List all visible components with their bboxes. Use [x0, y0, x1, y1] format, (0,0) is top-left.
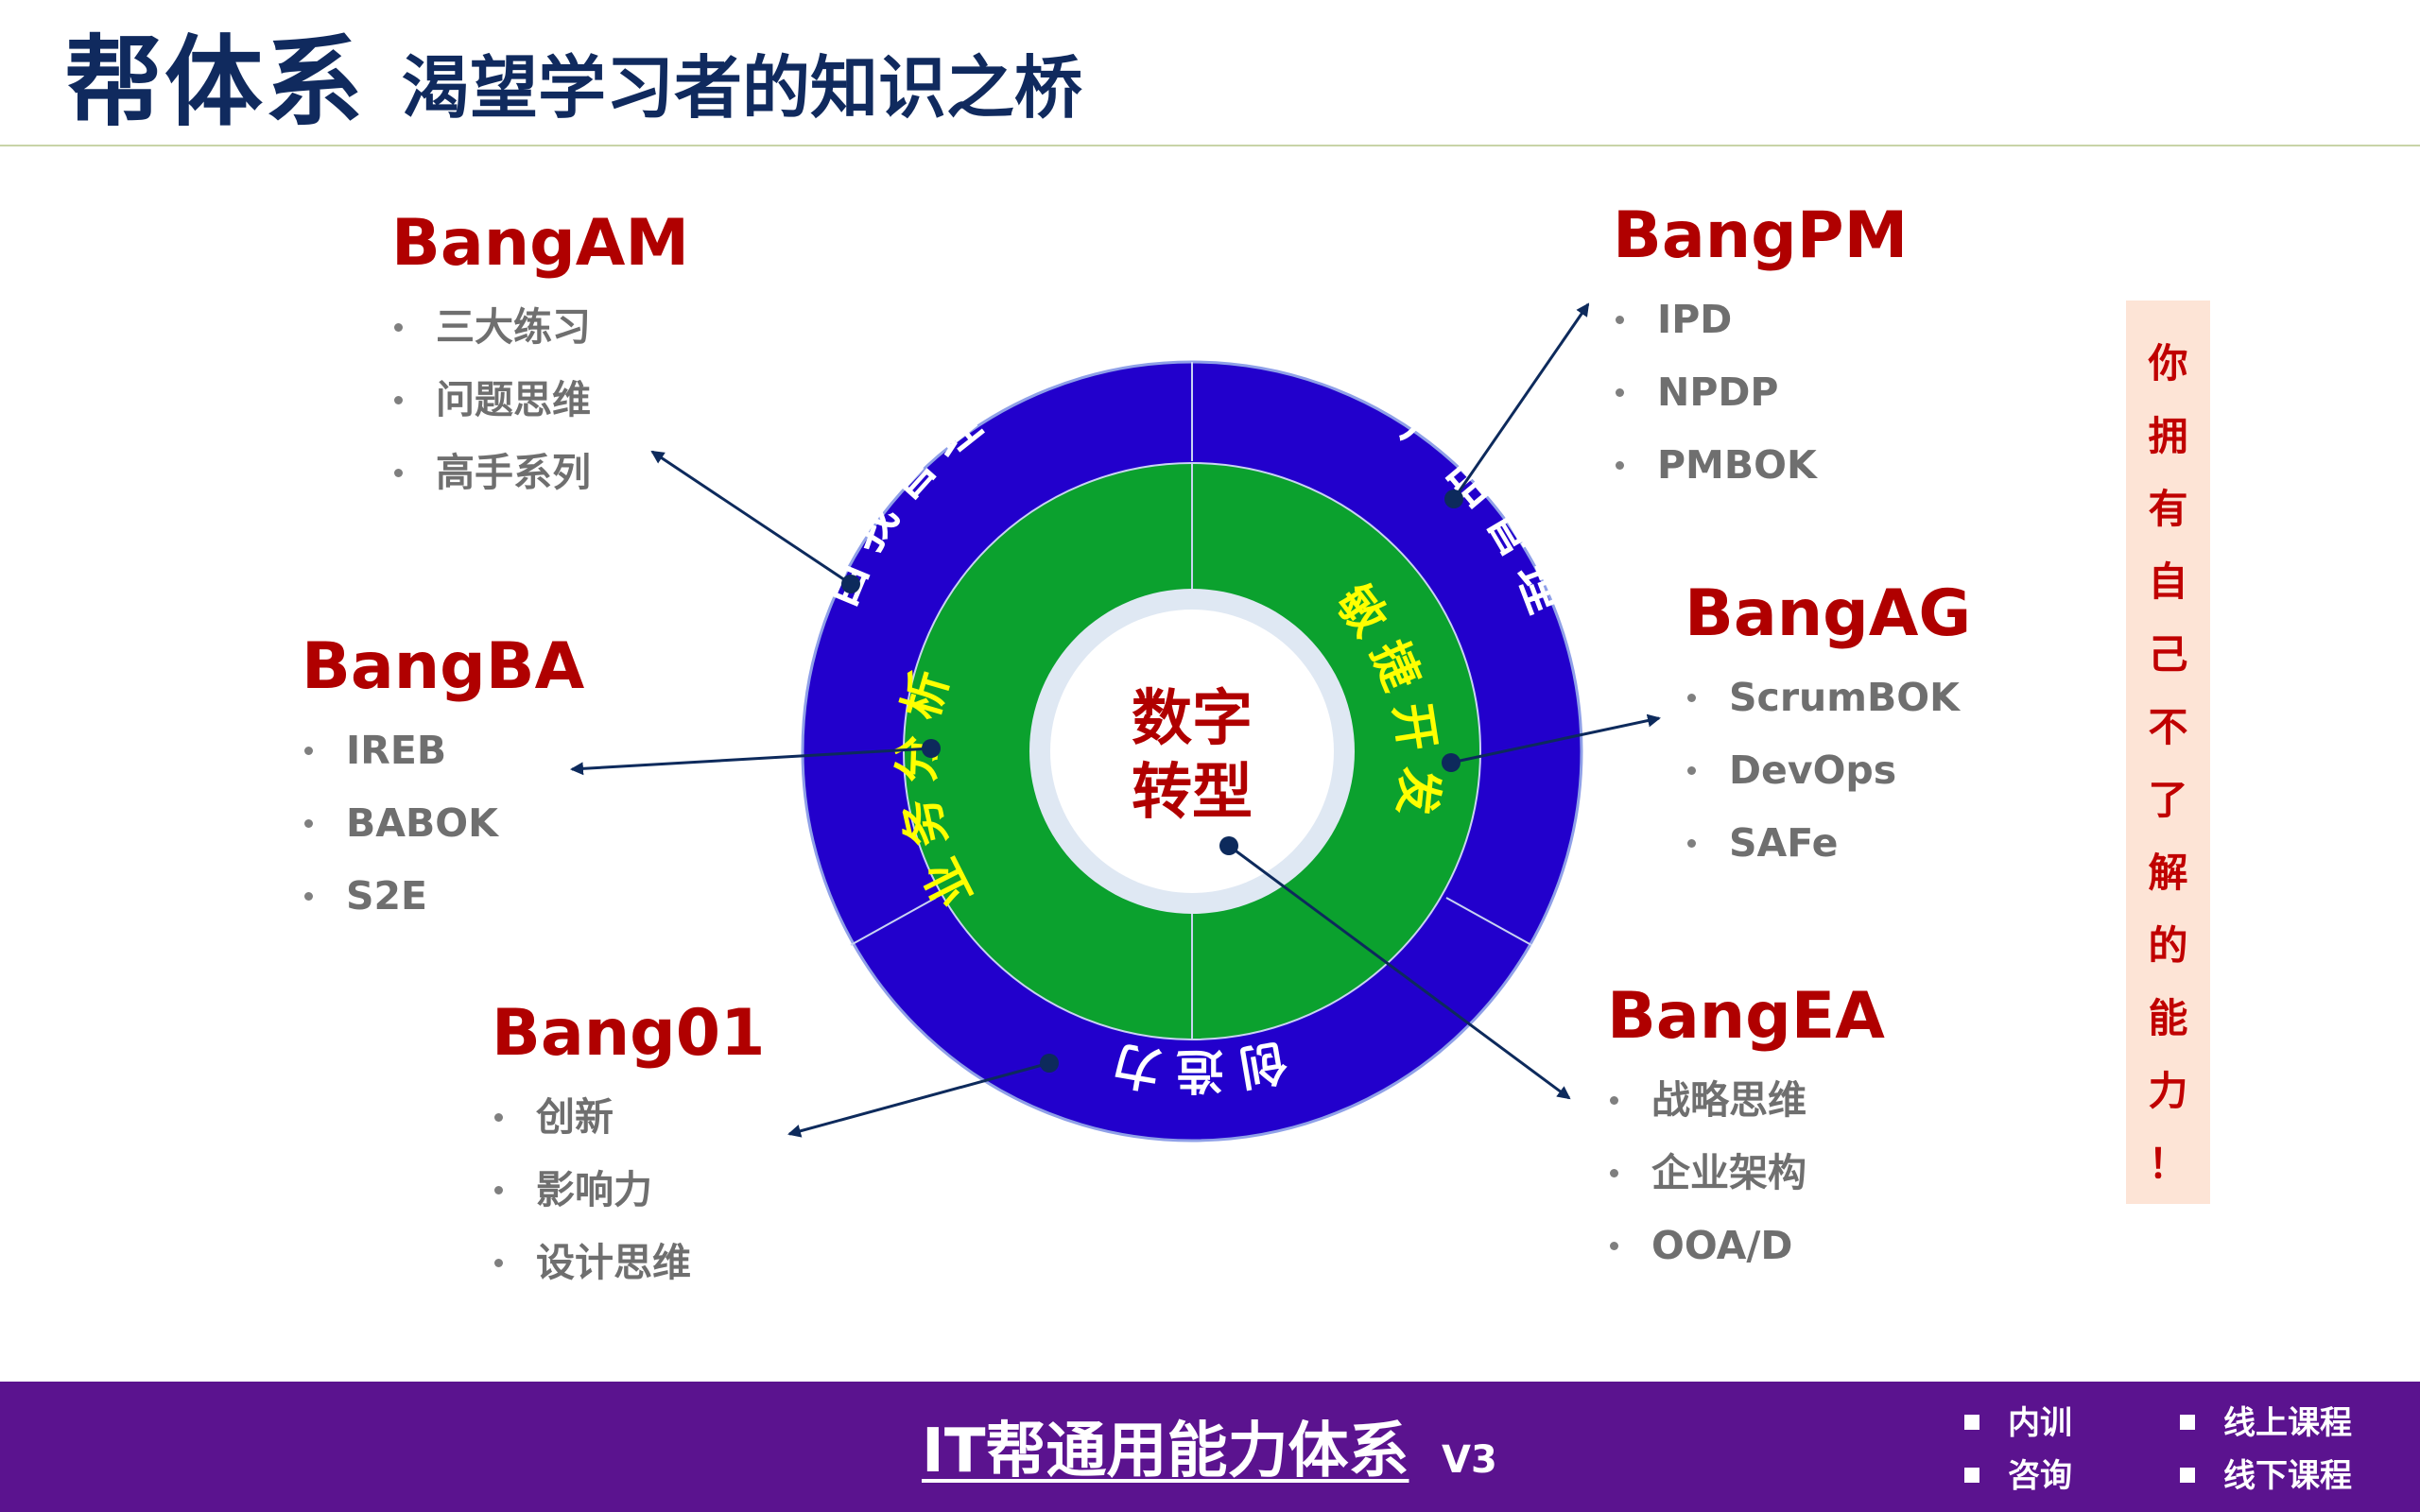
list-item: 设计思维 [492, 1227, 765, 1299]
list-item: 高手系列 [391, 437, 689, 509]
module-title: BangEA [1607, 979, 1885, 1054]
side-banner-char: 不 [2148, 704, 2188, 750]
list-item: PMBOK [1613, 429, 1908, 502]
list-item: NPDP [1613, 356, 1908, 429]
page-header: 帮体系 渴望学习者的知识之桥 [0, 0, 2420, 146]
side-banner-char: 己 [2148, 631, 2188, 678]
capability-wheel: 数字 转型 自我管理 产品管理 创造力 业务分析 敏捷开发 [570, 302, 1661, 1143]
center-label-line2: 转型 [1132, 758, 1253, 828]
side-banner-char: 力 [2148, 1068, 2188, 1114]
square-bullet-icon [1964, 1415, 1979, 1430]
footer-tag-online-course: 线上课程 [2180, 1402, 2352, 1444]
side-banner-char: 有 [2148, 486, 2188, 532]
footer-bar: IT帮通用能力体系 V3 内训 线上课程 咨询 线下课程 [0, 1382, 2420, 1512]
module-title: BangBA [302, 629, 585, 704]
connector-ag [1450, 713, 1661, 765]
module-title: Bang01 [492, 996, 766, 1071]
connector-am [650, 450, 852, 586]
square-bullet-icon [1964, 1468, 1979, 1483]
module-bang01: Bang01 创新 影响力 设计思维 [492, 996, 765, 1299]
list-item: 企业架构 [1607, 1137, 1885, 1210]
list-item: DevOps [1685, 734, 1971, 807]
list-item: BABOK [302, 787, 584, 860]
list-item: 战略思维 [1607, 1064, 1885, 1137]
side-banner-char: 解 [2148, 850, 2188, 896]
side-banner-char: 能 [2148, 995, 2188, 1041]
connector-01 [787, 1061, 1050, 1138]
side-banner: 你 拥 有 自 己 不 了 解 的 能 力 ！ [2126, 301, 2210, 1204]
connector-dots [841, 490, 1463, 1073]
module-title: BangAG [1685, 576, 1972, 651]
side-banner-char: 拥 [2148, 413, 2188, 459]
list-item: 影响力 [492, 1154, 765, 1227]
side-banner-char: ！ [2148, 1141, 2188, 1187]
module-bangpm: BangPM IPD NPDP PMBOK [1613, 198, 1908, 502]
connectors [570, 302, 1661, 1138]
square-bullet-icon [2180, 1415, 2195, 1430]
square-bullet-icon [2180, 1468, 2195, 1483]
connector-pm [1452, 302, 1590, 500]
side-banner-char: 自 [2148, 558, 2188, 605]
side-banner-char: 你 [2148, 340, 2188, 387]
footer-title: IT帮通用能力体系 [922, 1417, 1409, 1486]
connector-ea [1228, 844, 1571, 1100]
center-label-line1: 数字 [1132, 684, 1253, 754]
list-item: 三大练习 [391, 291, 689, 364]
header-divider [0, 145, 2420, 146]
center-core: 数字 转型 [1029, 589, 1355, 914]
page-title: 帮体系 [64, 25, 366, 140]
footer-tag-offline-course: 线下课程 [2180, 1455, 2352, 1497]
list-item: IREB [302, 714, 584, 787]
footer-tag-training: 内训 [1964, 1402, 2072, 1444]
footer-version: V3 [1442, 1438, 1497, 1482]
list-item: SAFe [1685, 807, 1971, 880]
list-item: IPD [1613, 284, 1908, 356]
module-bangag: BangAG ScrumBOK DevOps SAFe [1685, 576, 1971, 880]
list-item: 创新 [492, 1081, 765, 1154]
page-subtitle: 渴望学习者的知识之桥 [402, 48, 1083, 128]
module-bangea: BangEA 战略思维 企业架构 OOA/D [1607, 979, 1885, 1282]
list-item: ScrumBOK [1685, 662, 1971, 734]
module-bangba: BangBA IREB BABOK S2E [302, 629, 584, 933]
list-item: 问题思维 [391, 364, 689, 437]
connector-ba [570, 747, 932, 776]
footer-tag-consulting: 咨询 [1964, 1455, 2072, 1497]
outer-label-creativity: 创造力 [1096, 1033, 1290, 1098]
module-title: BangPM [1613, 198, 1909, 273]
list-item: OOA/D [1607, 1210, 1885, 1282]
list-item: S2E [302, 860, 584, 933]
module-title: BangAM [391, 206, 690, 281]
side-banner-char: 了 [2148, 777, 2188, 823]
module-bangam: BangAM 三大练习 问题思维 高手系列 [391, 206, 689, 509]
side-banner-char: 的 [2148, 922, 2188, 969]
